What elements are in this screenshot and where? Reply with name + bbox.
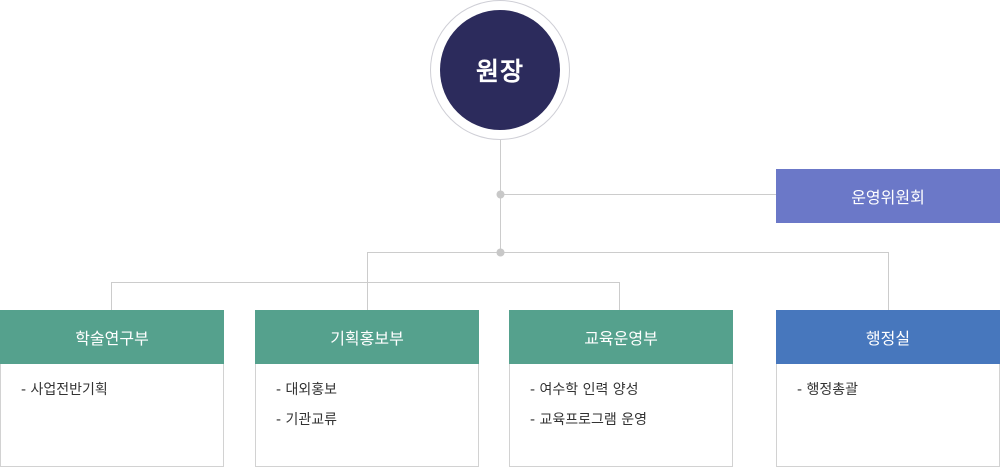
duty-item: - 대외홍보 [276, 382, 338, 398]
dept-education-operations-title[interactable]: 교육운영부 [509, 310, 733, 364]
dept-academic-research-duties: - 사업전반기획 [0, 364, 224, 467]
dept-education-operations-duties: - 여수학 인력 양성 - 교육프로그램 운영 [509, 364, 733, 467]
duty-item: - 행정총괄 [797, 382, 859, 398]
duty-item: - 교육프로그램 운영 [530, 412, 647, 428]
dept-administration-title[interactable]: 행정실 [776, 310, 1000, 364]
dept-academic-research-title[interactable]: 학술연구부 [0, 310, 224, 364]
junction-dot [496, 248, 505, 257]
steering-committee-node[interactable]: 운영위원회 [776, 169, 1000, 223]
duty-item: - 여수학 인력 양성 [530, 382, 639, 398]
dept-academic-research: 학술연구부 - 사업전반기획 [0, 310, 224, 467]
duty-item: - 기관교류 [276, 412, 338, 428]
junction-dot [496, 190, 505, 199]
duty-item: - 사업전반기획 [21, 382, 108, 398]
dept-administration-duties: - 행정총괄 [776, 364, 1000, 467]
dept-planning-pr-title[interactable]: 기획홍보부 [255, 310, 479, 364]
dept-administration: 행정실 - 행정총괄 [776, 310, 1000, 467]
director-node[interactable]: 원장 [440, 10, 560, 130]
dept-planning-pr: 기획홍보부 - 대외홍보 - 기관교류 [255, 310, 479, 467]
dept-planning-pr-duties: - 대외홍보 - 기관교류 [255, 364, 479, 467]
dept-education-operations: 교육운영부 - 여수학 인력 양성 - 교육프로그램 운영 [509, 310, 733, 467]
